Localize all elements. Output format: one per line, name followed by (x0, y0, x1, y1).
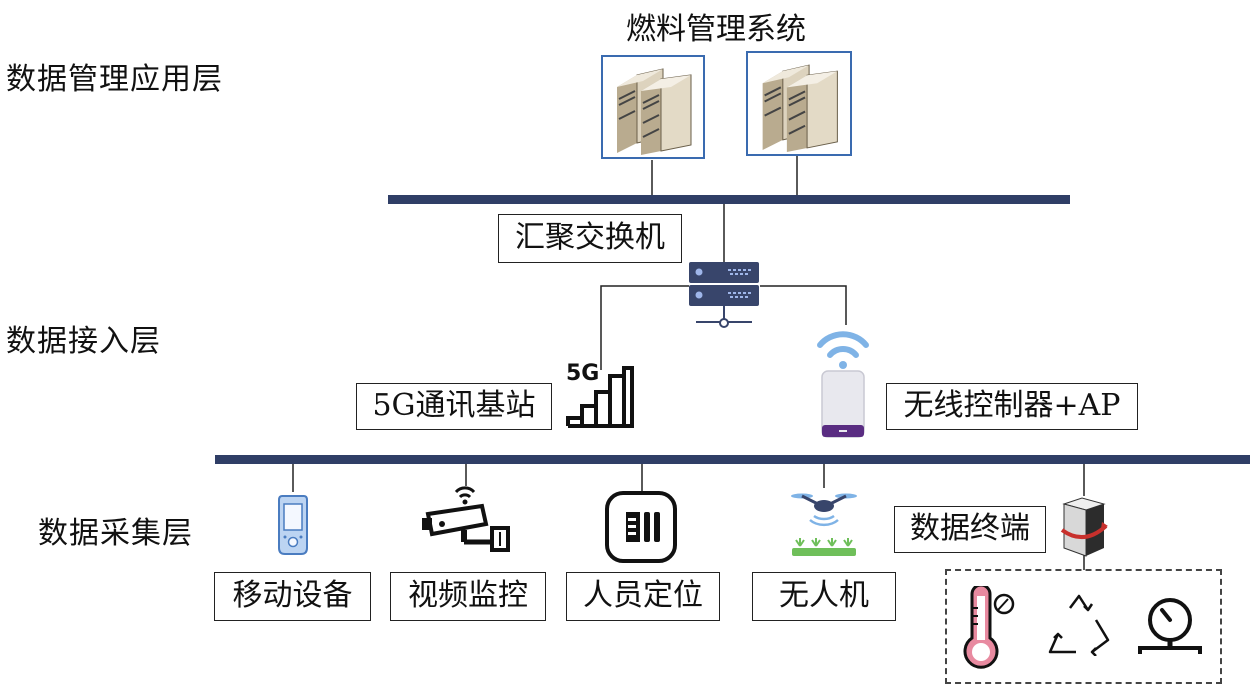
base-station-5g-label: 5G通讯基站 (356, 383, 552, 430)
video-surveillance-label: 视频监控 (390, 572, 546, 621)
pda-icon (277, 492, 309, 556)
data-terminal-label: 数据终端 (894, 506, 1046, 553)
thermometer-icon (958, 583, 1016, 670)
signal-5g-badge: 5G (566, 361, 599, 386)
positioning-tag-icon (604, 490, 678, 564)
mobile-device-label: 移动设备 (214, 572, 371, 621)
signal-5g-icon: 5G (564, 356, 636, 430)
wireless-ap-icon (814, 323, 872, 439)
wireless-controller-label: 无线控制器+AP (886, 383, 1138, 430)
top-bus (388, 195, 1070, 204)
drone-icon (788, 486, 860, 558)
layer-label-collection: 数据采集层 (38, 516, 193, 551)
server-icon (746, 51, 852, 156)
data-terminal-icon (1058, 494, 1110, 558)
layer-label-management: 数据管理应用层 (6, 62, 223, 97)
cctv-camera-icon (420, 484, 512, 552)
system-title: 燃料管理系统 (626, 12, 806, 47)
drone-label: 无人机 (752, 572, 896, 621)
aggregation-switch-label: 汇聚交换机 (498, 214, 682, 263)
network-switch-icon (688, 260, 760, 330)
recycle-icon (1046, 594, 1112, 657)
layer-label-access: 数据接入层 (6, 324, 161, 359)
personnel-positioning-label: 人员定位 (566, 572, 720, 621)
sensor-group (945, 569, 1222, 684)
server-icon (601, 55, 705, 159)
bottom-bus (215, 455, 1250, 464)
pressure-gauge-icon (1138, 596, 1202, 658)
